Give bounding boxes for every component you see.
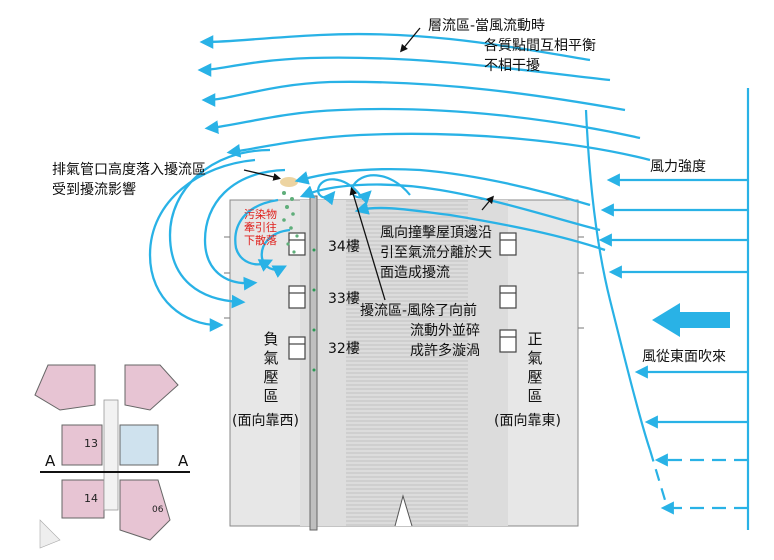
inset-unit-13: 13 xyxy=(84,437,98,450)
pointer-arrows xyxy=(243,27,494,301)
wind-from-east-label: 風從東面吹來 xyxy=(642,349,726,365)
exhaust-label-2: 受到擾流影響 xyxy=(52,182,136,198)
negative-pressure-label: 負氣壓區 xyxy=(263,330,279,405)
wind-direction-arrow xyxy=(652,303,730,337)
exhaust-pipe xyxy=(309,195,318,531)
section-marker-right: A xyxy=(178,452,189,470)
laminar-label-3: 不相干擾 xyxy=(484,58,540,74)
pollutant-particles xyxy=(282,191,299,254)
window-icons xyxy=(288,232,517,360)
floor-34-label: 34樓 xyxy=(328,239,360,255)
floor-32-label: 32樓 xyxy=(328,341,360,357)
exhaust-label-1: 排氣管口高度落入擾流區 xyxy=(52,162,206,178)
roof-edge-label-1: 風向撞擊屋頂邊沿 xyxy=(380,225,492,241)
laminar-label-2: 各質點間互相平衡 xyxy=(484,38,596,54)
pollutant-label-3: 下散落 xyxy=(244,234,277,247)
negative-facing-label: (面向靠西) xyxy=(232,413,299,429)
turbulence-label-3: 成許多漩渦 xyxy=(410,343,480,359)
building xyxy=(224,177,584,531)
roof-deflection-streams xyxy=(294,167,606,252)
turbulence-label-1: 擾流區-風除了向前 xyxy=(360,303,478,319)
wind-profile xyxy=(584,88,750,530)
roof-edge-label-3: 面造成擾流 xyxy=(380,265,450,281)
inset-floor-plan xyxy=(28,360,208,550)
floor-33-label: 33樓 xyxy=(328,291,360,307)
positive-facing-label: (面向靠東) xyxy=(494,413,561,429)
wind-strength-label: 風力強度 xyxy=(650,159,706,175)
laminar-label-1: 層流區-當風流動時 xyxy=(428,18,546,34)
positive-pressure-label: 正氣壓區 xyxy=(527,330,543,405)
inset-unit-14: 14 xyxy=(84,492,98,505)
incoming-wind-arrows xyxy=(598,173,748,515)
pollutant-label-1: 污染物 xyxy=(244,208,277,221)
section-marker-left: A xyxy=(45,452,56,470)
inset-unit-06: 06 xyxy=(152,505,164,515)
turbulence-label-2: 流動外並碎 xyxy=(410,323,480,339)
leeward-vortices xyxy=(148,148,291,332)
roof-eddies xyxy=(316,174,411,206)
roof-edge-label-2: 引至氣流分離於天 xyxy=(380,245,492,261)
pollutant-label-2: 牽引往 xyxy=(244,221,277,234)
